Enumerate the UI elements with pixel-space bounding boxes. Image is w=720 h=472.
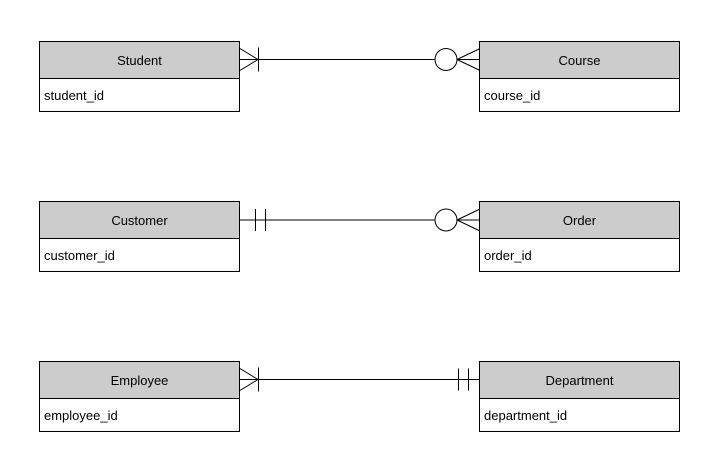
entity-course-attribute: course_id (480, 79, 679, 111)
exactly-one-symbol (458, 368, 469, 391)
entity-student-header: Student (40, 42, 239, 79)
entity-department: Department department_id (479, 361, 680, 432)
zero-circle-icon (434, 48, 458, 71)
one-or-many-symbol (239, 47, 259, 72)
crows-foot-icon (239, 368, 259, 380)
zero-circle-icon (434, 208, 458, 232)
crows-foot-icon (456, 219, 480, 231)
crows-foot-icon (239, 59, 259, 71)
crows-foot-icon (239, 48, 259, 60)
entity-customer: Customer customer_id (39, 201, 240, 272)
crows-foot-icon (456, 59, 480, 71)
entity-order: Order order_id (479, 201, 680, 272)
entity-course: Course course_id (479, 41, 680, 112)
crows-foot-icon (456, 209, 480, 221)
entity-order-header: Order (480, 202, 679, 239)
entity-order-attribute: order_id (480, 239, 679, 271)
crows-foot-icon (239, 379, 259, 391)
entity-student: Student student_id (39, 41, 240, 112)
entity-employee: Employee employee_id (39, 361, 240, 432)
entity-department-header: Department (480, 362, 679, 399)
entity-employee-attribute: employee_id (40, 399, 239, 431)
zero-or-many-symbol (434, 48, 480, 71)
connector-employee-department (239, 367, 479, 392)
zero-or-many-symbol (434, 208, 480, 232)
entity-employee-header: Employee (40, 362, 239, 399)
connector-student-course (239, 47, 480, 72)
exactly-one-symbol (255, 209, 266, 231)
crows-foot-icon (456, 48, 480, 60)
entity-department-attribute: department_id (480, 399, 679, 431)
entity-student-attribute: student_id (40, 79, 239, 111)
one-or-many-symbol (239, 367, 259, 392)
connector-customer-order (240, 208, 480, 232)
entity-customer-header: Customer (40, 202, 239, 239)
entity-customer-attribute: customer_id (40, 239, 239, 271)
entity-course-header: Course (480, 42, 679, 79)
